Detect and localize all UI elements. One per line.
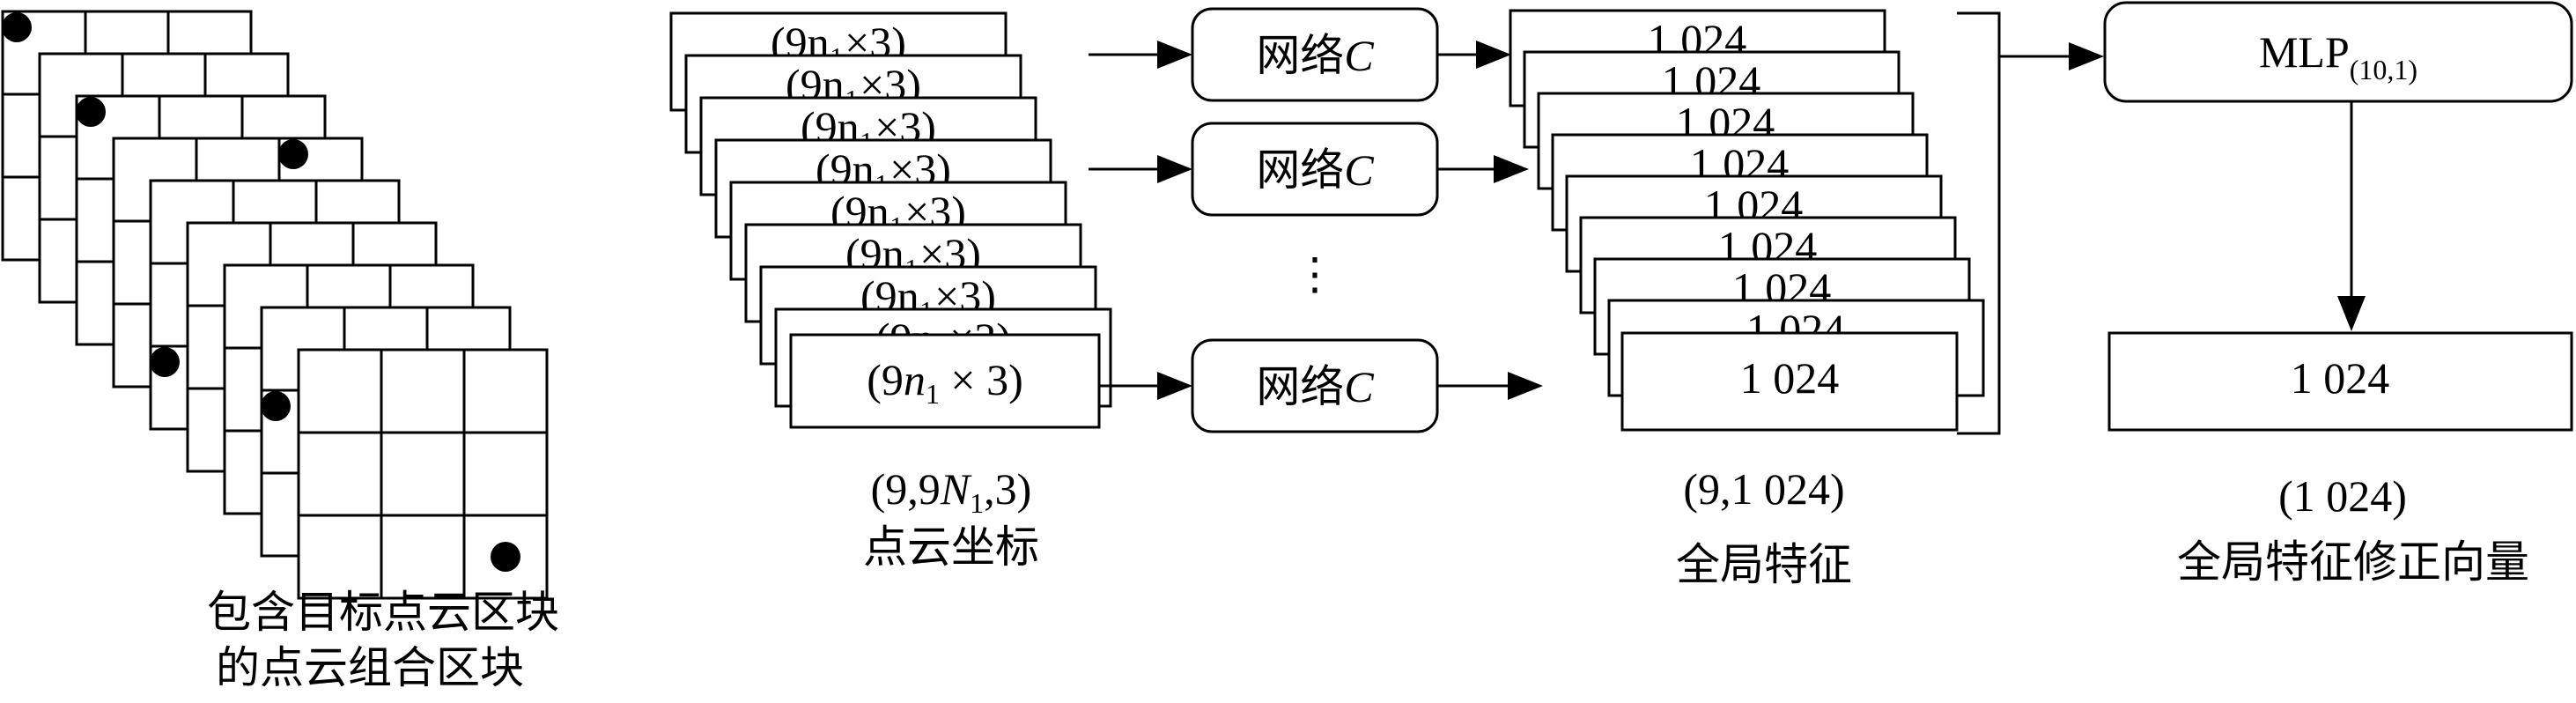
network-c-top: 网络C bbox=[1089, 7, 1511, 102]
target-point-dot bbox=[278, 139, 308, 169]
network-c-middle: 网络C bbox=[1089, 122, 1529, 217]
concat-bracket bbox=[1957, 11, 2001, 435]
target-point-dot bbox=[2, 12, 32, 42]
svg-text:网络C: 网络C bbox=[1256, 145, 1374, 195]
feature-front-box: 1 024 bbox=[1620, 331, 1959, 432]
svg-text:网络C: 网络C bbox=[1256, 31, 1374, 80]
input-caption: 点云坐标 bbox=[863, 522, 1039, 572]
target-point-dot bbox=[76, 97, 106, 127]
feature-dims-label: (9,1 024) bbox=[1683, 464, 1844, 514]
input-front-box: (9n1 × 3) bbox=[789, 333, 1101, 429]
feature-caption: 全局特征 bbox=[1676, 540, 1852, 589]
target-point-dot bbox=[261, 391, 291, 421]
point-cloud-block-layer bbox=[297, 348, 549, 600]
point-cloud-block-stack bbox=[1, 10, 549, 600]
grid-stack-caption-line1: 包含目标点云区块 bbox=[207, 588, 559, 637]
input-dims-label: (9,9N1,3) bbox=[871, 464, 1032, 519]
feature-front-label: 1 024 bbox=[1740, 353, 1840, 403]
mlp-box: MLP(10,1) bbox=[2103, 1, 2573, 103]
output-label: 1 024 bbox=[2291, 353, 2390, 403]
target-point-dot bbox=[491, 542, 520, 572]
output-caption: 全局特征修正向量 bbox=[2177, 537, 2529, 587]
input-front-label: (9n1 × 3) bbox=[867, 355, 1023, 410]
output-box: 1 024 bbox=[2107, 331, 2573, 432]
output-dims-label: (1 024) bbox=[2278, 471, 2407, 521]
mlp-label: MLP(10,1) bbox=[2259, 27, 2417, 85]
target-point-dot bbox=[150, 347, 180, 377]
network-c-bottom: 网络C bbox=[1099, 338, 1543, 433]
grid-stack-caption-line2: 的点云组合区块 bbox=[216, 643, 524, 692]
network-ellipsis: ⋮ bbox=[1293, 249, 1337, 299]
svg-text:网络C: 网络C bbox=[1256, 362, 1374, 411]
